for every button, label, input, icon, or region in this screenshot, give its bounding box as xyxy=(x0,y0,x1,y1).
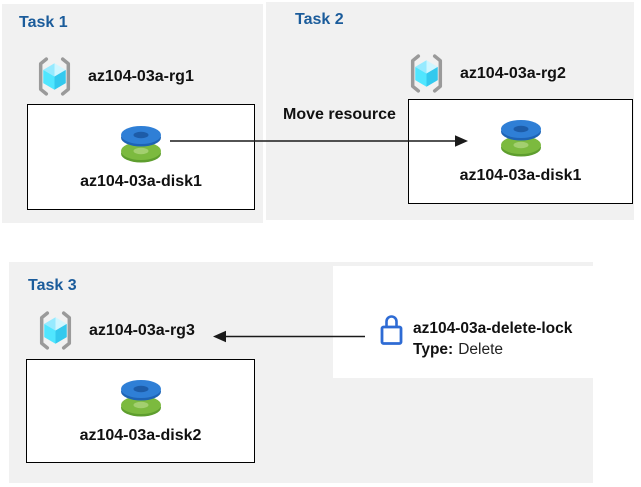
task1-panel: Task 1 az104-03a-rg1 az104-03a-disk1 xyxy=(2,4,263,223)
disk-icon xyxy=(121,125,161,162)
task2-resource-group: az104-03a-rg2 xyxy=(405,52,566,95)
task3-resource-box: az104-03a-disk2 xyxy=(26,359,255,463)
resource-group-icon xyxy=(38,57,71,96)
task2-panel: Task 2 az104-03a-rg2 az104-03a-disk1 xyxy=(266,2,634,220)
disk-name: az104-03a-disk1 xyxy=(459,167,582,184)
task3-title: Task 3 xyxy=(28,277,77,294)
resource-group-name: az104-03a-rg2 xyxy=(460,64,566,82)
lock-type-label: Type: xyxy=(413,341,454,358)
lock-name: az104-03a-delete-lock xyxy=(413,320,573,337)
resource-group-icon xyxy=(39,311,72,350)
resource-group-name: az104-03a-rg3 xyxy=(89,321,195,339)
task1-resource-group: az104-03a-rg1 xyxy=(33,55,194,98)
disk-name: az104-03a-disk1 xyxy=(80,172,202,190)
resource-group-name: az104-03a-rg1 xyxy=(88,67,194,85)
disk-icon xyxy=(120,379,161,416)
task1-resource-box: az104-03a-disk1 xyxy=(27,104,255,210)
lock-annotation: az104-03a-delete-lock Type:Delete xyxy=(413,319,572,360)
lock-type-line: Type:Delete xyxy=(413,340,572,360)
task2-resource-box: az104-03a-disk1 xyxy=(408,99,633,204)
disk-name: az104-03a-disk2 xyxy=(79,426,202,444)
task1-title: Task 1 xyxy=(19,14,68,31)
resource-group-icon xyxy=(410,54,443,93)
disk-icon xyxy=(500,120,541,157)
delete-lock-icon xyxy=(380,315,403,345)
lock-annotation-background xyxy=(333,266,641,378)
lock-type-value: Delete xyxy=(458,341,504,358)
move-resource-label: Move resource xyxy=(283,106,396,123)
task3-resource-group: az104-03a-rg3 xyxy=(34,309,195,352)
task2-title: Task 2 xyxy=(295,11,344,28)
